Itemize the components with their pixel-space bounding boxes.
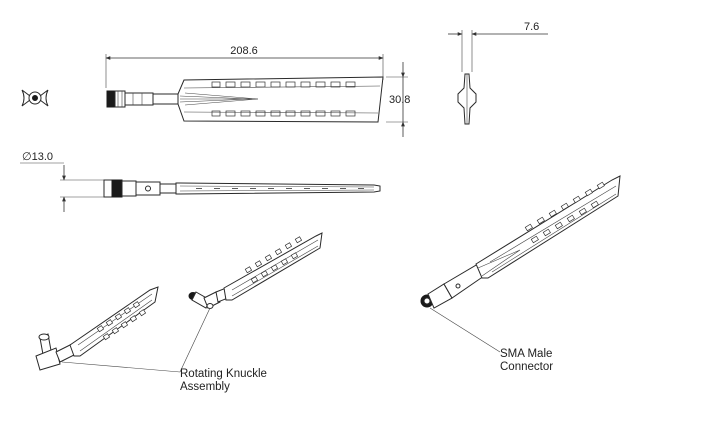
iso-view-knuckle-bent [35, 286, 159, 371]
knuckle-callout: Rotating Knuckle Assembly [61, 307, 267, 393]
sma-label-line1: SMA Male [500, 348, 552, 360]
top-slot-row [211, 81, 356, 88]
length-dimension: 208.6 [230, 45, 258, 57]
sma-callout: SMA Male Connector [429, 307, 553, 373]
iso-view-knuckle [188, 232, 323, 309]
bottom-slot-row [211, 110, 356, 117]
left-end-view [21, 89, 49, 107]
front-view: 208.6 [105, 45, 410, 137]
diameter-dimension: ∅13.0 [22, 151, 53, 163]
thickness-dimension: 7.6 [524, 21, 539, 33]
knuckle-label-line2: Assembly [180, 381, 230, 393]
side-view: ∅13.0 [20, 151, 381, 212]
right-end-view: 7.6 [448, 21, 548, 125]
width-dimension: 30.8 [389, 94, 410, 106]
sma-label-line2: Connector [500, 361, 553, 373]
knuckle-label-line1: Rotating Knuckle [180, 368, 267, 380]
iso-view-straight [420, 175, 621, 309]
